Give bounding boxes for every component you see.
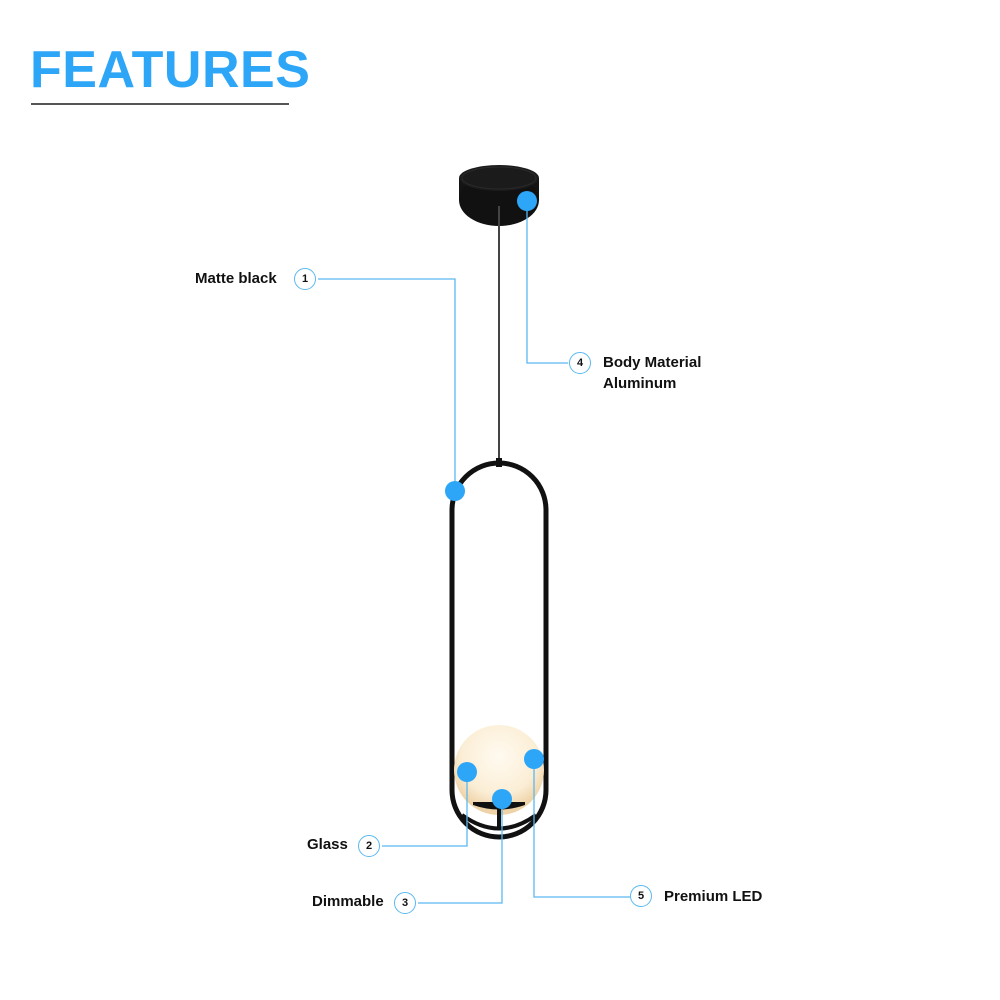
- leader-lines: [318, 201, 630, 904]
- callout-dot-2: [457, 762, 477, 782]
- callout-2-label: Glass: [307, 836, 348, 853]
- callout-4-badge: 4: [569, 352, 591, 374]
- callout-3-badge: 3: [394, 892, 416, 914]
- callout-5-badge: 5: [630, 885, 652, 907]
- callout-1-badge: 1: [294, 268, 316, 290]
- title-underline: [31, 103, 289, 105]
- ceiling-canopy: [459, 165, 539, 226]
- callout-dot-4: [517, 191, 537, 211]
- callout-5-label: Premium LED: [664, 888, 763, 905]
- callout-4-label-line2: Aluminum: [603, 375, 677, 392]
- page-title: FEATURES: [30, 41, 311, 99]
- callout-dot-3: [492, 789, 512, 809]
- glass-globe: [454, 725, 544, 815]
- oval-frame: [449, 460, 549, 840]
- callout-dot-5: [524, 749, 544, 769]
- callout-2-badge: 2: [358, 835, 380, 857]
- callout-3-label: Dimmable: [312, 893, 384, 910]
- callout-1-label: Matte black: [195, 270, 277, 287]
- callout-dots: [445, 191, 544, 809]
- callout-dot-1: [445, 481, 465, 501]
- callout-4-label-line1: Body Material: [603, 354, 702, 371]
